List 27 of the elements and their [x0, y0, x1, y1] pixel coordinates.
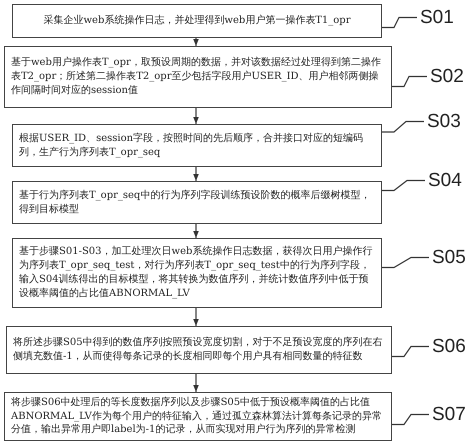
leader-line [392, 76, 427, 88]
step-label: S03 [427, 112, 461, 131]
process-box: 根据USER_ID、session字段，按照时间的先后顺序，合并接口对应的短编码列，生产行为序列表T_opr_seq [12, 124, 382, 167]
step-label: S04 [428, 171, 462, 190]
step-label: S02 [430, 67, 464, 86]
leader-line [382, 120, 424, 133]
arrow [193, 38, 199, 46]
arrow [193, 374, 199, 392]
leader-line [382, 256, 429, 268]
step-label: S01 [420, 8, 454, 27]
arrow [193, 108, 199, 124]
process-box: 将步骤S06中处理后的等长度数据序列以及步骤S05中低于预设概率阈值的占比值ABNORMAL_LV作为每个用户的特征输入，通过孤立森林算法计算每条记录的异常分值，输出异常用户即label为-1的记录，从而实现对用户行为序列的异常检测 [4, 392, 392, 441]
process-box: 将所述步骤S05中得到的数值序列按照预设宽度切割，对于不足预设宽度的序列在右侧填充数值-1，从而使得每条记录的长度相同即每个用户具有相同数量的特征数 [6, 326, 392, 374]
step-label: S07 [432, 405, 466, 424]
leader-line [382, 180, 425, 192]
process-box: 采集企业web系统操作日志，并处理得到web用户第一操作表T1_opr [12, 4, 382, 38]
process-box: 基于行为序列表T_opr_seq中的行为序列字段训练预设阶数的概率后缀树模型，得到目标模型 [12, 181, 382, 224]
step-label: S05 [432, 248, 466, 267]
arrow [193, 167, 199, 181]
process-box: 基于步骤S01-S03，加工处理次日web系统操作日志数据，获得次日用户操作行为序列表T_opr_seq_test，对行为序列表T_opr_seq_test中的行为序列字段，输入S04训练得出的目标模型，将其转换为数值序列，并统计数值序列中低于预设概率阈值的占比值ABNORMAL_LV [12, 238, 382, 308]
leader-line [392, 414, 429, 426]
step-label: S06 [432, 337, 466, 356]
leader-line [392, 346, 429, 358]
process-box: 基于web用户操作表T_opr，取预设周期的数据，并对该数据经过处理得到第二操作表T2_opr；所述第二操作表T2_opr至少包括字段用户USER_ID、用户相邻两侧操作间隔时间对应的session值 [4, 46, 392, 108]
arrow [193, 308, 199, 326]
leader-line [382, 16, 417, 28]
arrow [193, 224, 199, 238]
